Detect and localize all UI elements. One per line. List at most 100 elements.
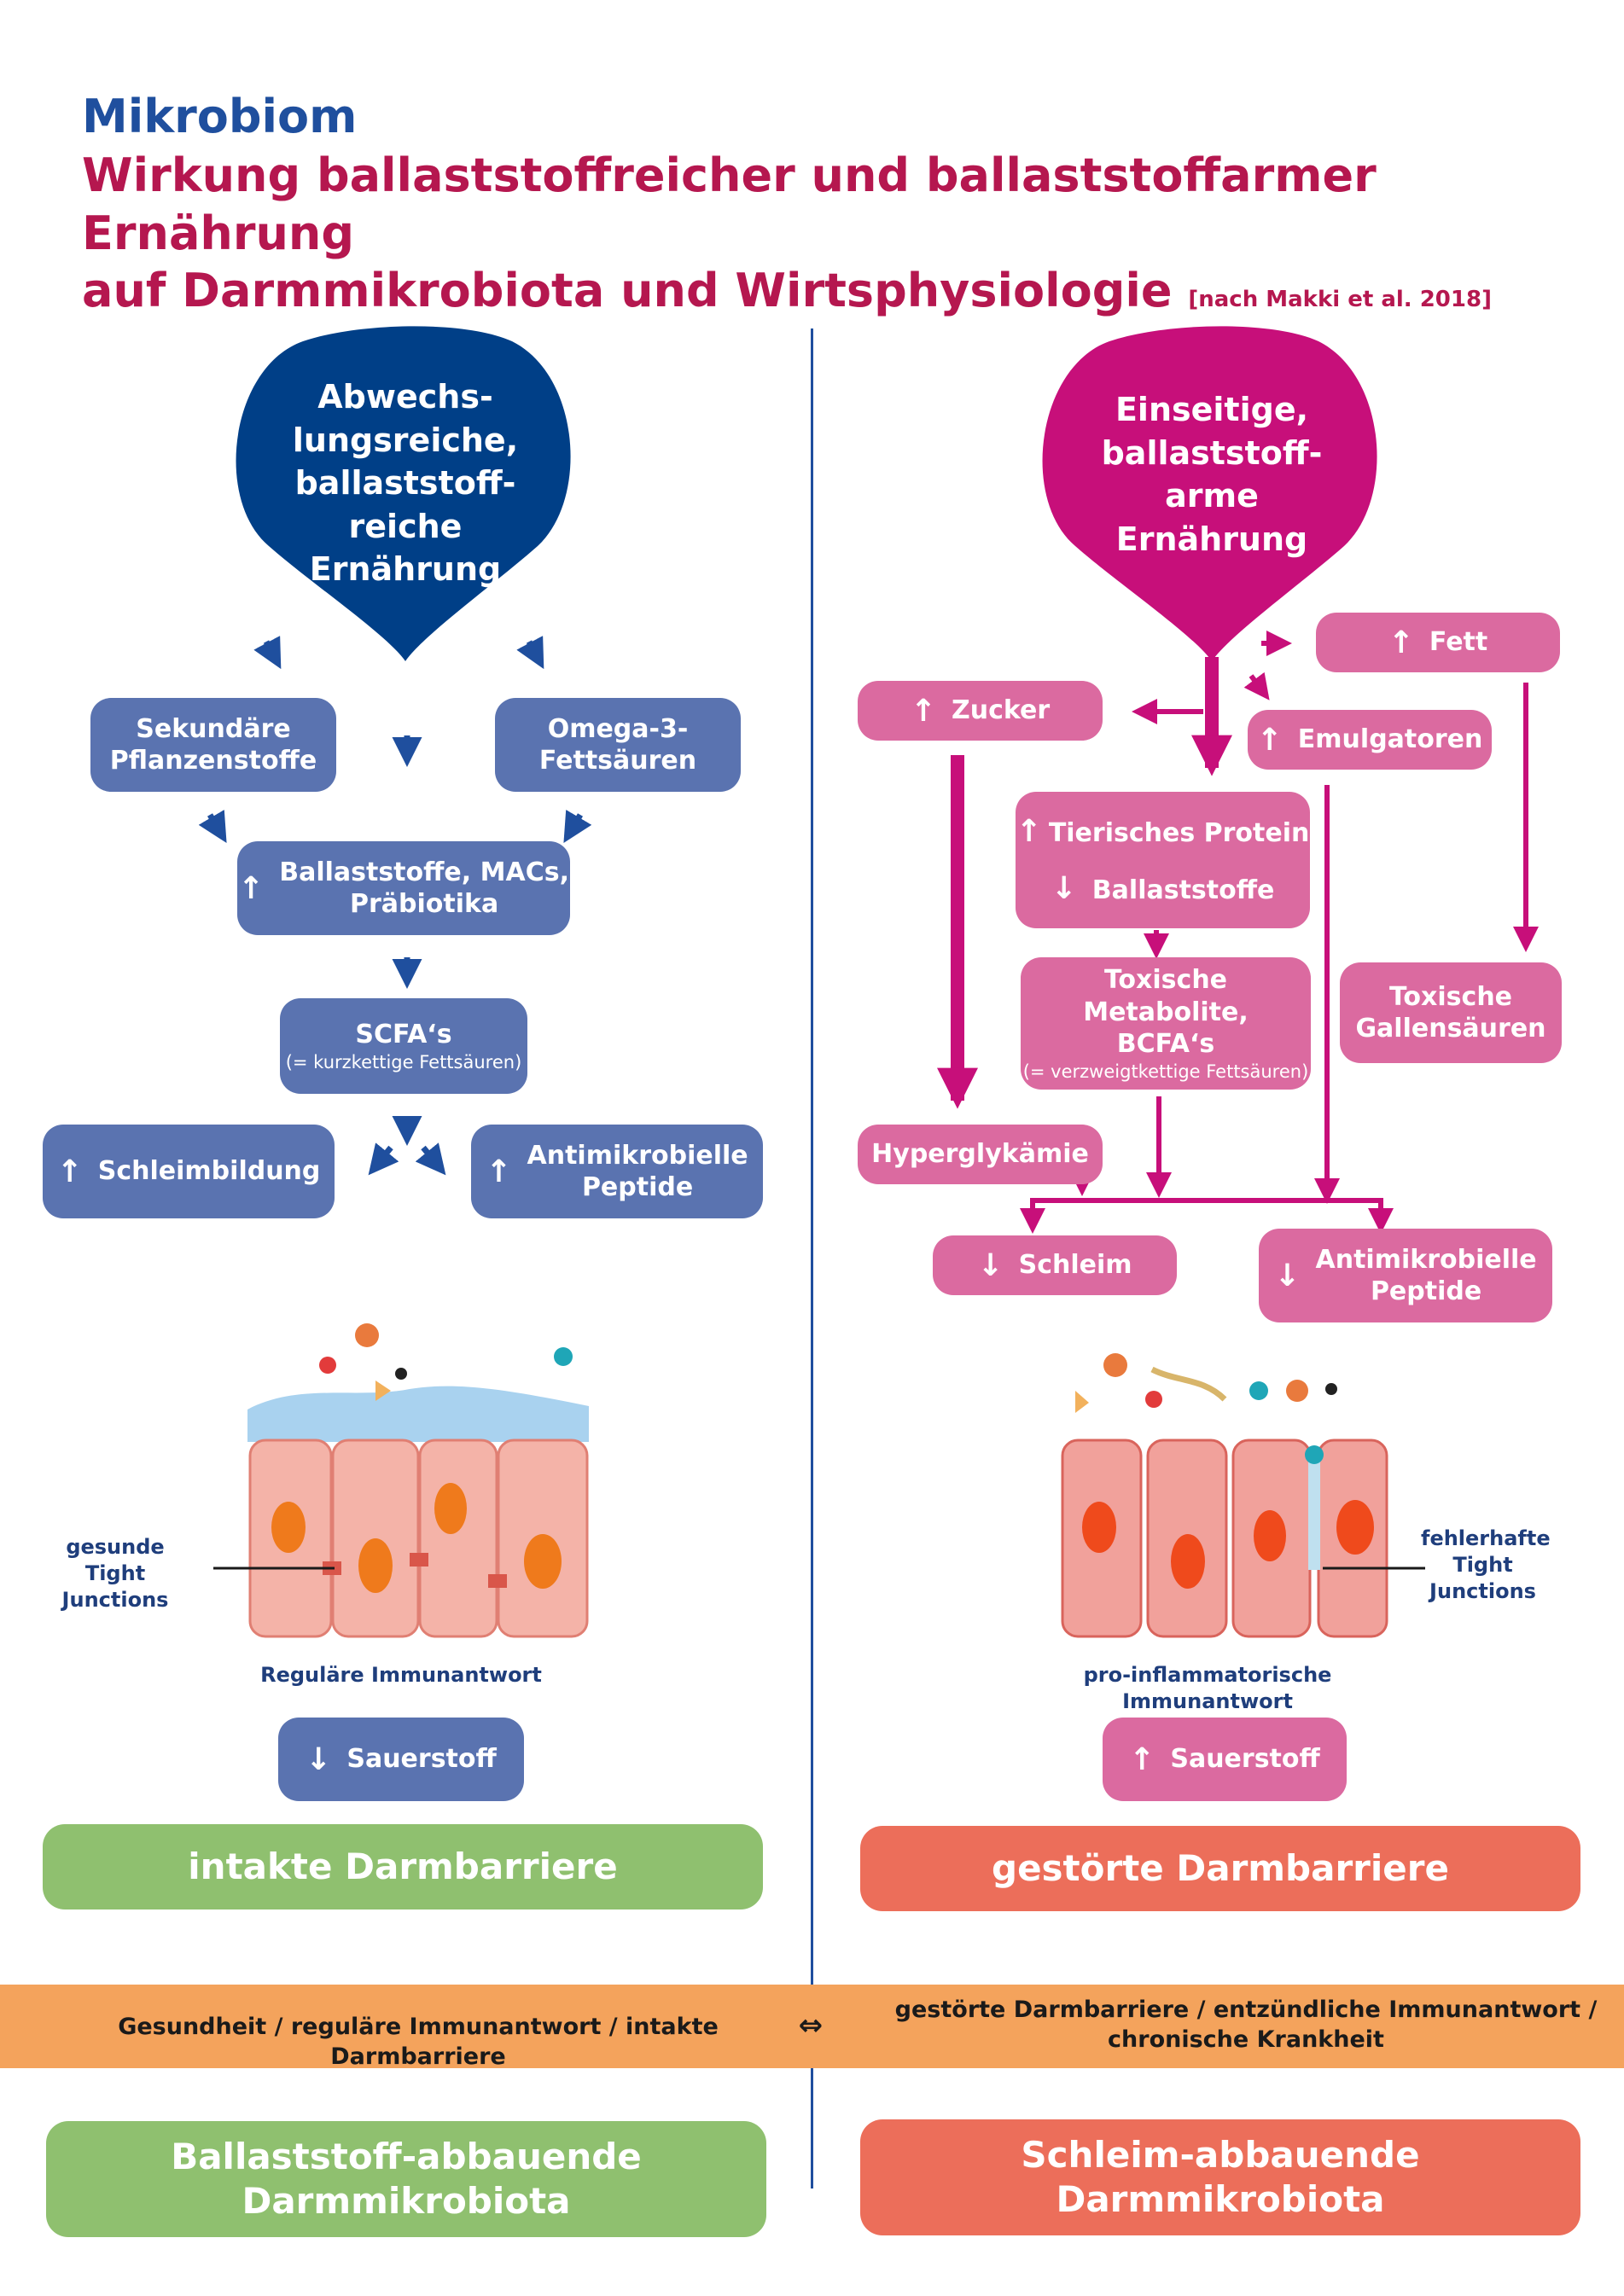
title-subtitle: Wirkung ballaststoffreicher und ballasts… — [82, 147, 1624, 320]
ballast-line-2: Präbiotika — [349, 889, 499, 919]
box-emulgatoren: ↑ Emulgatoren — [1248, 710, 1492, 770]
tight-right-line-2: Tight — [1452, 1553, 1513, 1578]
tight-right-line-1: fehlerhafte — [1421, 1526, 1551, 1550]
right-drop-line-2: ballaststoff- — [1101, 433, 1323, 472]
band-right-line-2: chronische Krankheit — [1108, 2026, 1384, 2054]
scfa-sub: (= kurzkettige Fettsäuren) — [285, 1051, 522, 1072]
arrow-up-icon: ↑ — [1016, 814, 1042, 849]
schleimbildung-label: Schleimbildung — [97, 1156, 321, 1187]
intact-barrier-label: intakte Darmbarriere — [188, 1845, 618, 1887]
toxmet-line-1: Toxische Metabolite, — [1083, 965, 1249, 1027]
scfa-title: SCFA‘s — [355, 1020, 452, 1050]
center-divider — [811, 328, 813, 2188]
left-diet-drop — [236, 326, 571, 661]
tight-right-line-3: Junctions — [1429, 1579, 1536, 1604]
left-diet-label: Abwechs- lungsreiche, ballaststoff- reic… — [286, 375, 525, 591]
box-sauerstoff-left: ↓ Sauerstoff — [278, 1718, 524, 1801]
right-drop-line-4: Ernährung — [1115, 520, 1308, 558]
gallen-line-2: Gallensäuren — [1355, 1014, 1546, 1043]
arrow-up-icon: ↑ — [56, 1154, 83, 1189]
sekundaere-line-2: Pflanzenstoffe — [109, 746, 317, 776]
box-zucker: ↑ Zucker — [858, 681, 1103, 741]
box-ballaststoffe: ↑ Ballaststoffe, MACs,Präbiotika — [237, 841, 570, 935]
peptide-left-line-1: Antimikrobielle — [527, 1140, 748, 1171]
box-scfa: SCFA‘s(= kurzkettige Fettsäuren) — [280, 998, 527, 1094]
arrow-up-icon: ↑ — [486, 1154, 512, 1189]
left-drop-line-4: reiche — [348, 507, 463, 545]
faulty-tight-junctions-label: fehlerhafte Tight Junctions — [1421, 1526, 1551, 1606]
box-schleim-right: ↓ Schleim — [933, 1235, 1177, 1295]
title-line-2: Wirkung ballaststoffreicher und ballasts… — [82, 148, 1377, 260]
band-symbol: ⇔ — [798, 2008, 824, 2043]
healthy-epithelium-illustration — [213, 1323, 589, 1638]
tierisch-row: ↑Tierisches Protein — [1016, 812, 1310, 851]
band-left-text: Gesundheit / reguläre Immunantwort / int… — [118, 2014, 719, 2071]
microbiota-right-line-1: Schleim-abbauende — [1021, 2133, 1420, 2176]
arrow-up-icon: ↑ — [1256, 722, 1283, 758]
arrow-up-icon: ↑ — [1388, 625, 1414, 660]
peptide-right-line-2: Peptide — [1370, 1276, 1482, 1306]
box-fett: ↑ Fett — [1316, 613, 1560, 672]
box-omega-3: Omega-3-Fettsäuren — [495, 698, 741, 792]
zucker-label: Zucker — [951, 695, 1051, 726]
toxmet-line-2: BCFA‘s — [1116, 1029, 1215, 1060]
regular-immune-label: Reguläre Immunantwort — [260, 1663, 542, 1687]
arrow-up-icon: ↑ — [1129, 1741, 1155, 1777]
band-right-text: gestörte Darmbarriere / entzündliche Imm… — [888, 1995, 1604, 2055]
tight-left-line-1: gesunde Tight — [66, 1535, 165, 1586]
left-arrows — [198, 636, 592, 1176]
proinflammatory-immune-label: pro-inflammatorische Immunantwort — [1083, 1663, 1332, 1714]
box-hyperglykaemie: Hyperglykämie — [858, 1125, 1103, 1184]
left-drop-line-5: Ernährung — [309, 550, 502, 589]
box-tierisches-protein: ↑Tierisches Protein ↓ Ballaststoffe — [1016, 792, 1310, 928]
omega-line-1: Omega-3- — [547, 713, 689, 744]
arrow-up-icon: ↑ — [238, 870, 265, 906]
right-drop-line-1: Einseitige, — [1115, 391, 1309, 428]
toxmet-sub: (= verzweigtkettige Fettsäuren) — [1022, 1061, 1309, 1082]
peptide-right-line-1: Antimikrobielle — [1315, 1244, 1537, 1275]
emulgatoren-label: Emulgatoren — [1297, 724, 1483, 755]
microbiota-left-line-1: Ballaststoff-abbauende — [171, 2135, 642, 2177]
band-right-line-1: gestörte Darmbarriere / entzündliche Imm… — [894, 1997, 1598, 2023]
sauerstoff-left-label: Sauerstoff — [346, 1744, 497, 1775]
omega-line-2: Fettsäuren — [538, 746, 697, 776]
summary-band — [0, 1985, 1624, 2068]
right-drop-line-3: arme — [1165, 477, 1259, 515]
right-diet-drop — [1042, 326, 1377, 661]
fett-label: Fett — [1429, 627, 1488, 658]
ballast-row: ↓ Ballaststoffe — [1051, 869, 1275, 908]
peptide-left-line-2: Peptide — [581, 1172, 694, 1202]
hyperglykaemie-label: Hyperglykämie — [871, 1139, 1089, 1170]
arrow-down-icon: ↓ — [977, 1247, 1004, 1283]
gallen-line-1: Toxische — [1388, 981, 1513, 1012]
left-drop-line-2: lungsreiche, — [292, 421, 519, 459]
arrow-down-icon: ↓ — [1274, 1258, 1301, 1293]
box-schleimbildung: ↑ Schleimbildung — [43, 1125, 335, 1218]
citation: [nach Makki et al. 2018] — [1188, 287, 1492, 312]
left-drop-line-1: Abwechs- — [317, 378, 493, 416]
tierisches-protein-label: Tierisches Protein — [1048, 818, 1310, 848]
right-arrows — [937, 631, 1539, 1234]
microbiota-right-line-2: Darmmikrobiota — [1056, 2178, 1385, 2220]
right-diet-label: Einseitige, ballaststoff- arme Ernährung — [1088, 388, 1336, 561]
healthy-tight-junctions-label: gesunde Tight Junctions — [34, 1534, 196, 1614]
arrow-up-icon: ↑ — [910, 693, 936, 729]
sekundaere-line-1: Sekundäre — [136, 713, 291, 744]
intact-barrier-box: intakte Darmbarriere — [43, 1824, 763, 1909]
box-sauerstoff-right: ↑ Sauerstoff — [1103, 1718, 1347, 1801]
arrow-down-icon: ↓ — [1051, 871, 1077, 906]
title-line-3: auf Darmmikrobiota und Wirtsphysiologie … — [82, 262, 1624, 320]
title-mikrobiom: Mikrobiom — [82, 90, 358, 143]
left-drop-line-3: ballaststoff- — [294, 464, 516, 503]
ballaststoffe-label: Ballaststoffe — [1091, 875, 1275, 905]
disturbed-barrier-box: gestörte Darmbarriere — [860, 1826, 1580, 1911]
microbiota-left-line-2: Darmmikrobiota — [242, 2180, 571, 2222]
ballast-line-1: Ballaststoffe, MACs, — [279, 857, 569, 887]
